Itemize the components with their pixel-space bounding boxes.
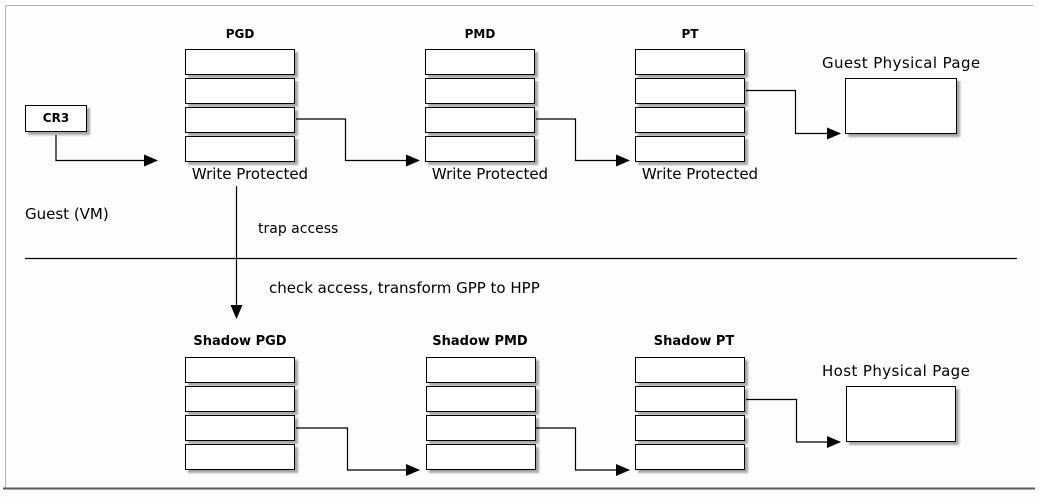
shadow-pgd-row	[185, 415, 295, 441]
shadow-pmd-row	[426, 415, 536, 441]
host-physical-page-label: Host Physical Page	[822, 362, 971, 380]
guest-vm-label: Guest (VM)	[25, 205, 109, 223]
check-access-label: check access, transform GPP to HPP	[269, 279, 540, 297]
shadow-pmd-row	[426, 444, 536, 470]
arrow-pmd-to-pt	[536, 118, 630, 167]
pgd-caption: Write Protected	[191, 165, 309, 183]
shadow-pmd-row	[426, 357, 536, 383]
shadow-pgd-table	[185, 357, 295, 470]
arrow-pt-to-guest-page	[746, 89, 841, 140]
shadow-pgd-row	[185, 444, 295, 470]
pgd-title: PGD	[225, 27, 255, 41]
pt-row	[635, 49, 745, 75]
pmd-row	[425, 78, 535, 104]
pt-title: PT	[681, 27, 699, 41]
shadow-pt-row	[635, 444, 745, 470]
cr3-label: CR3	[42, 111, 70, 125]
cr3-register-box: CR3	[25, 105, 87, 132]
pt-row	[635, 107, 745, 133]
pgd-row	[185, 136, 295, 162]
pt-row	[635, 78, 745, 104]
shadow-pmd-table	[426, 357, 536, 470]
pmd-row	[425, 49, 535, 75]
shadow-pgd-row	[185, 357, 295, 383]
pgd-table	[185, 49, 295, 162]
arrow-spmd-to-spt	[536, 427, 630, 476]
arrow-pgd-to-pmd	[296, 118, 420, 167]
guest-physical-page-label: Guest Physical Page	[822, 54, 981, 72]
pmd-caption: Write Protected	[431, 165, 549, 183]
shadow-pgd-title: Shadow PGD	[193, 334, 287, 349]
pgd-row	[185, 107, 295, 133]
pt-table	[635, 49, 745, 162]
shadow-pmd-title: Shadow PMD	[432, 334, 528, 349]
guest-physical-page-box	[845, 78, 957, 134]
shadow-pt-table	[635, 357, 745, 470]
arrow-spgd-to-spmd	[296, 427, 420, 476]
shadow-pt-title: Shadow PT	[653, 334, 735, 349]
arrow-spt-to-host-page	[746, 398, 841, 448]
shadow-pt-row	[635, 386, 745, 412]
pgd-row	[185, 78, 295, 104]
pgd-row	[185, 49, 295, 75]
shadow-pt-row	[635, 357, 745, 383]
pmd-title: PMD	[464, 27, 496, 41]
pt-caption: Write Protected	[641, 165, 759, 183]
shadow-pmd-row	[426, 386, 536, 412]
shadow-pgd-row	[185, 386, 295, 412]
pmd-table	[425, 49, 535, 162]
host-physical-page-box	[846, 386, 956, 442]
shadow-pt-row	[635, 415, 745, 441]
arrow-cr3-to-pgd	[55, 135, 158, 167]
pt-row	[635, 136, 745, 162]
pmd-row	[425, 136, 535, 162]
trap-access-label: trap access	[258, 221, 339, 237]
pmd-row	[425, 107, 535, 133]
